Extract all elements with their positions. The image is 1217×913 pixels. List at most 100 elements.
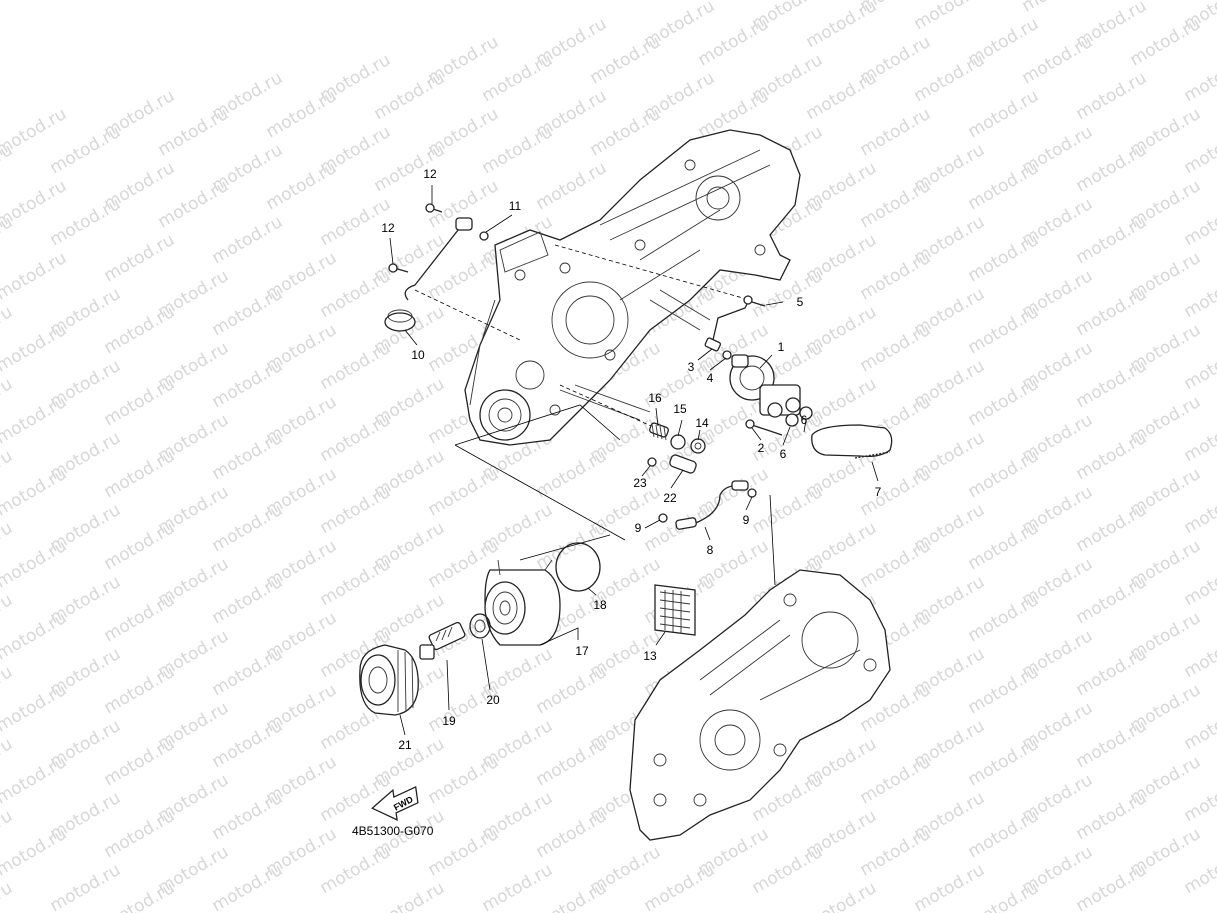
callout-6-b: 6 <box>801 413 808 427</box>
watermark-text: motod.ru <box>47 194 125 250</box>
callout-17: 17 <box>575 644 589 658</box>
watermark-text: motod.ru <box>965 86 1043 142</box>
watermark-text: motod.ru <box>0 320 70 376</box>
callout-16: 16 <box>648 391 662 405</box>
watermark-text: motod.ru <box>857 536 935 592</box>
watermark-text: motod.ru <box>857 824 935 880</box>
watermark-text: motod.ru <box>803 0 881 52</box>
callout-8: 8 <box>707 543 714 557</box>
oil-strainer <box>654 584 696 636</box>
watermark-text: motod.ru <box>0 752 70 808</box>
watermark-text: motod.ru <box>317 338 395 394</box>
watermark-text: motod.ru <box>263 86 341 142</box>
watermark-text: motod.ru <box>695 14 773 70</box>
watermark-text: motod.ru <box>209 284 287 340</box>
watermark-text: motod.ru <box>47 860 125 913</box>
watermark-text: motod.ru <box>101 302 179 358</box>
watermark-text: motod.ru <box>533 734 611 790</box>
watermark-text: motod.ru <box>965 590 1043 646</box>
filter-mount <box>479 389 531 441</box>
watermark-text: motod.ru <box>371 68 449 124</box>
watermark-text: motod.ru <box>425 464 503 520</box>
watermark-text: motod.ru <box>857 104 935 160</box>
callout-7: 7 <box>875 485 882 499</box>
callout-10: 10 <box>411 348 425 362</box>
watermark-text: motod.ru <box>155 176 233 232</box>
watermark-text: motod.ru <box>479 860 557 913</box>
callout-1: 1 <box>778 340 785 354</box>
watermark-text: motod.ru <box>587 104 665 160</box>
watermark-text: motod.ru <box>317 266 395 322</box>
watermark-text: motod.ru <box>1073 284 1151 340</box>
callout-14: 14 <box>695 416 709 430</box>
washer <box>785 413 799 427</box>
plug <box>690 438 706 454</box>
drive-chain <box>854 451 891 459</box>
watermark-text: motod.ru <box>101 518 179 574</box>
watermark-text: motod.ru <box>533 662 611 718</box>
watermark-text: motod.ru <box>857 248 935 304</box>
watermark-text: motod.ru <box>425 752 503 808</box>
watermark-text: motod.ru <box>371 878 449 913</box>
chain-guide <box>811 424 893 458</box>
watermark-text: motod.ru <box>479 122 557 178</box>
cooler-o-ring <box>555 542 601 592</box>
watermark-text: motod.ru <box>209 644 287 700</box>
callout-9-a: 9 <box>635 521 642 535</box>
watermark-text: motod.ru <box>209 860 287 913</box>
watermark-text: motod.ru <box>857 176 935 232</box>
watermark-text: motod.ru <box>749 482 827 538</box>
o-ring <box>747 488 757 498</box>
watermark-text: motod.ru <box>0 608 70 664</box>
watermark-text: motod.ru <box>1019 0 1097 16</box>
watermark-text: motod.ru <box>425 248 503 304</box>
watermark-text: motod.ru <box>101 446 179 502</box>
callout-4: 4 <box>707 371 714 385</box>
leader-lines <box>389 185 879 736</box>
watermark-text: motod.ru <box>0 464 70 520</box>
watermark-text: motod.ru <box>101 734 179 790</box>
watermark-text: motod.ru <box>209 428 287 484</box>
oil-filter <box>359 644 419 716</box>
watermark-text: motod.ru <box>965 230 1043 286</box>
watermark-text: motod.ru <box>155 104 233 160</box>
callout-18: 18 <box>593 598 607 612</box>
guide-line <box>769 494 776 586</box>
watermark-text: motod.ru <box>965 374 1043 430</box>
watermark-text: motod.ru <box>209 788 287 844</box>
watermark-text: motod.ru <box>1019 32 1097 88</box>
watermark-text: motod.ru <box>965 662 1043 718</box>
watermark-text: motod.ru <box>1127 14 1205 70</box>
watermark-text: motod.ru <box>479 50 557 106</box>
watermark-text: motod.ru <box>1073 212 1151 268</box>
gasket <box>479 231 489 241</box>
watermark-text: motod.ru <box>1073 500 1151 556</box>
watermark-text: motod.ru <box>641 860 719 913</box>
watermark-text: motod.ru <box>0 248 70 304</box>
watermark-text: motod.ru <box>749 842 827 898</box>
watermark-text: motod.ru <box>965 302 1043 358</box>
watermark-text: motod.ru <box>911 860 989 913</box>
watermark-text: motod.ru <box>317 842 395 898</box>
watermark-text: motod.ru <box>101 662 179 718</box>
watermark-text: motod.ru <box>965 446 1043 502</box>
watermark-text: motod.ru <box>1073 68 1151 124</box>
callout-21: 21 <box>398 738 412 752</box>
watermark-text: motod.ru <box>1073 860 1151 913</box>
watermark-text: motod.ru <box>533 158 611 214</box>
watermark-text: motod.ru <box>857 752 935 808</box>
watermark-text: motod.ru <box>911 0 989 34</box>
callout-20: 20 <box>486 693 500 707</box>
callout-11: 11 <box>509 199 522 213</box>
callout-2: 2 <box>758 441 765 455</box>
watermark-text: motod.ru <box>1073 572 1151 628</box>
watermark-text: motod.ru <box>803 878 881 913</box>
oil-cooler <box>484 559 561 646</box>
watermark-text: motod.ru <box>209 356 287 412</box>
watermark-text: motod.ru <box>965 158 1043 214</box>
watermark-text: motod.ru <box>317 410 395 466</box>
callout-13: 13 <box>643 649 657 663</box>
union-bolt <box>419 621 466 660</box>
